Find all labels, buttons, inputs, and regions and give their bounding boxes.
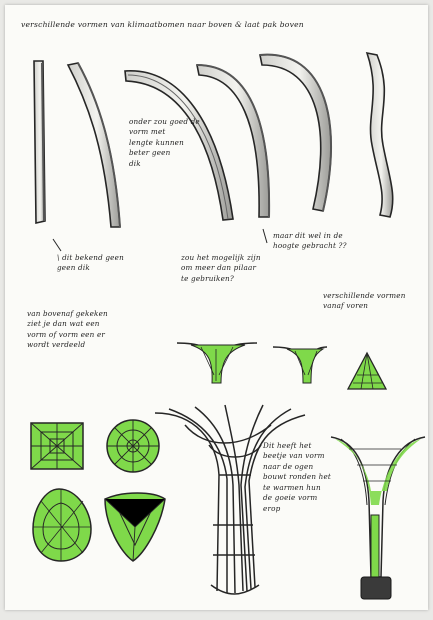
plan-drop: [33, 489, 91, 561]
tree-column-green: [331, 437, 425, 599]
canopy-sketch-2: [273, 347, 327, 383]
canopy-sketch-3: [348, 353, 386, 389]
sketch-sheet: verschillende vormen van klimaatbomen na…: [5, 5, 428, 610]
canopy-sketch-1: [177, 343, 257, 383]
column-sketch-2: [68, 63, 120, 227]
column-sketch-6: [367, 53, 393, 217]
plan-triangle: [105, 493, 165, 561]
note-height-remark: maar dit wel in de hoogte gebracht ??: [273, 231, 403, 252]
column-sketch-5: [260, 55, 331, 211]
column-sketch-1: [34, 61, 45, 223]
note-title: verschillende vormen van klimaatbomen na…: [21, 19, 413, 30]
note-pillars-question: zou het mogelijk zijn om meer dan pilaar…: [181, 253, 301, 284]
plan-circle: [107, 420, 159, 472]
note-column-remark: onder zou goed de vorm met lengte kunnen…: [129, 117, 209, 169]
note-top-view: van bovenaf gekeken ziet je dan wat een …: [27, 309, 167, 351]
note-thickness: \ dit bekend geen geen dik: [57, 253, 167, 274]
plan-square: [31, 423, 83, 469]
note-front-forms: verschillende vormen vanaf voren: [323, 291, 423, 312]
note-tree-remark: Dit heeft het beetje van vorm naar de og…: [263, 441, 337, 514]
